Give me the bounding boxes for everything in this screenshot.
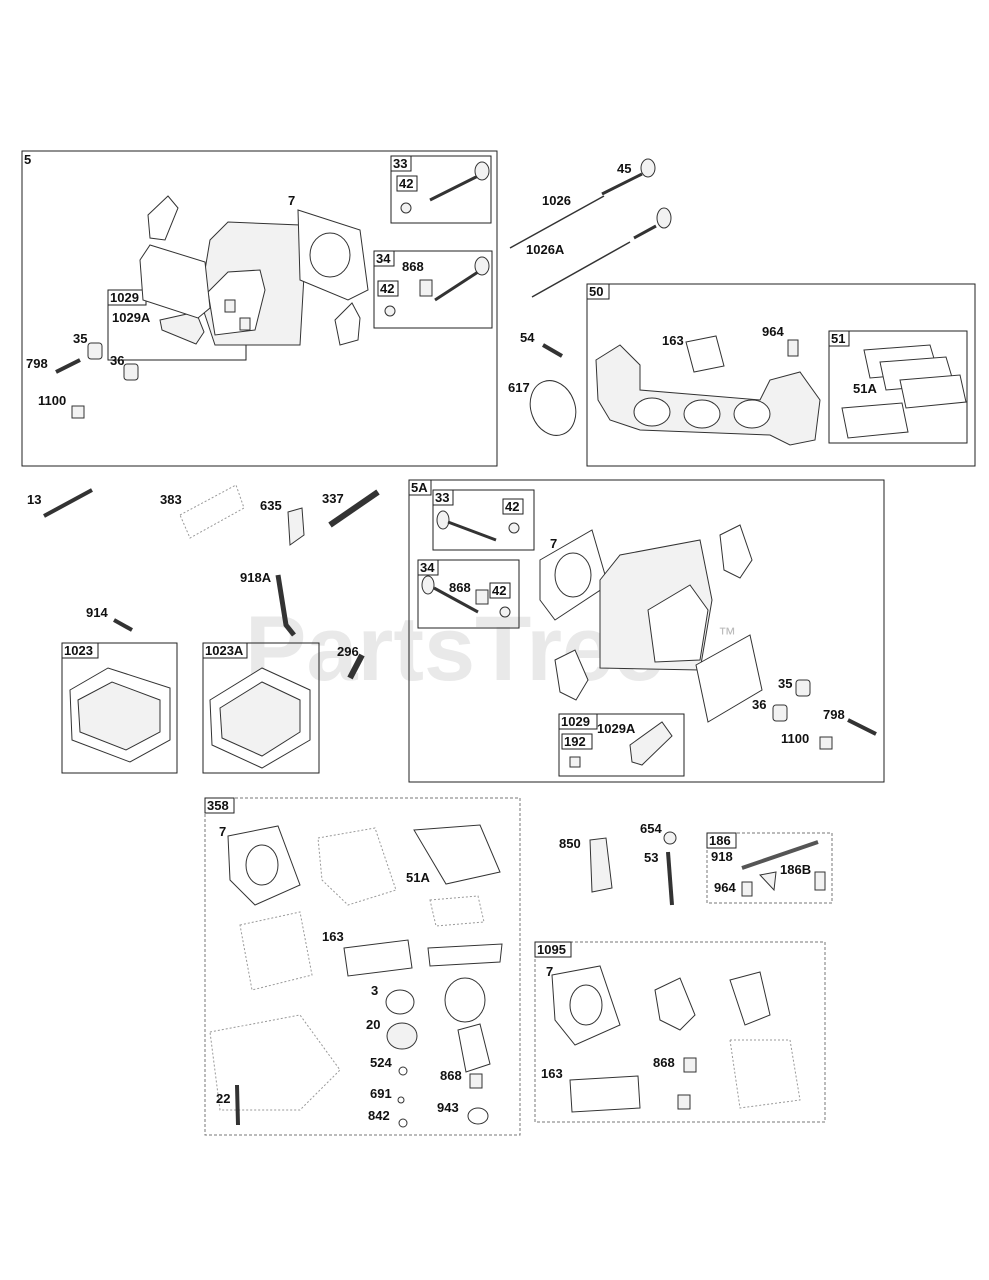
part-label-1026[interactable]: 1026 (542, 193, 571, 208)
part-label-163[interactable]: 163 (322, 929, 344, 944)
part-label-918a[interactable]: 918A (240, 570, 272, 585)
group-label-34[interactable]: 34 (420, 560, 435, 575)
group-5a: 5A 33 42 34 42 868 7 35 3 (408, 479, 885, 783)
group-358: 358 7 51A 163 3 20 524 868 691 943 842 2… (204, 797, 521, 1136)
group-label-34[interactable]: 34 (376, 251, 391, 266)
part-label-617[interactable]: 617 (508, 380, 530, 395)
part-label-22[interactable]: 22 (216, 1091, 230, 1106)
group-label-42[interactable]: 42 (505, 499, 519, 514)
watermark-brand: PartsTree (245, 598, 664, 700)
group-label-1023[interactable]: 1023 (64, 643, 93, 658)
part-label-918[interactable]: 918 (711, 849, 733, 864)
group-label-1095[interactable]: 1095 (537, 942, 566, 957)
part-label-35[interactable]: 35 (778, 676, 792, 691)
part-label-296[interactable]: 296 (337, 644, 359, 659)
part-label-36[interactable]: 36 (752, 697, 766, 712)
part-label-1026a[interactable]: 1026A (526, 242, 565, 257)
group-1095: 1095 7 868 163 (534, 941, 826, 1123)
part-label-943[interactable]: 943 (437, 1100, 459, 1115)
part-label-163[interactable]: 163 (541, 1066, 563, 1081)
part-label-798[interactable]: 798 (26, 356, 48, 371)
part-label-850[interactable]: 850 (559, 836, 581, 851)
part-label-654[interactable]: 654 (640, 821, 662, 836)
part-label-51a[interactable]: 51A (853, 381, 877, 396)
part-label-964[interactable]: 964 (714, 880, 736, 895)
group-186: 186 918 186B 964 (706, 832, 833, 904)
group-label-186[interactable]: 186 (709, 833, 731, 848)
part-label-35[interactable]: 35 (73, 331, 87, 346)
group-label-42[interactable]: 42 (399, 176, 413, 191)
part-label-868[interactable]: 868 (440, 1068, 462, 1083)
group-label-358[interactable]: 358 (207, 798, 229, 813)
group-label-42[interactable]: 42 (380, 281, 394, 296)
part-label-635[interactable]: 635 (260, 498, 282, 513)
group-label-5a[interactable]: 5A (411, 480, 428, 495)
group-50: 50 163 964 51 51A (586, 283, 976, 467)
part-label-7[interactable]: 7 (288, 193, 295, 208)
group-label-42[interactable]: 42 (492, 583, 506, 598)
part-label-51a[interactable]: 51A (406, 870, 430, 885)
pushrods-and-valves: 45 1026 1026A 54 617 (508, 158, 672, 436)
part-label-186b[interactable]: 186B (780, 862, 811, 877)
part-label-54[interactable]: 54 (520, 330, 535, 345)
part-label-798[interactable]: 798 (823, 707, 845, 722)
part-label-7[interactable]: 7 (219, 824, 226, 839)
group-label-5[interactable]: 5 (24, 152, 31, 167)
part-label-45[interactable]: 45 (617, 161, 631, 176)
part-label-7[interactable]: 7 (546, 964, 553, 979)
part-label-691[interactable]: 691 (370, 1086, 392, 1101)
part-label-163[interactable]: 163 (662, 333, 684, 348)
part-label-7[interactable]: 7 (550, 536, 557, 551)
part-label-53[interactable]: 53 (644, 850, 658, 865)
group-label-51[interactable]: 51 (831, 331, 845, 346)
part-label-3[interactable]: 3 (371, 983, 378, 998)
part-label-36[interactable]: 36 (110, 353, 124, 368)
group-label-1023a[interactable]: 1023A (205, 643, 244, 658)
part-label-868[interactable]: 868 (402, 259, 424, 274)
part-label-1029a[interactable]: 1029A (112, 310, 151, 325)
part-label-964[interactable]: 964 (762, 324, 784, 339)
part-label-337[interactable]: 337 (322, 491, 344, 506)
group-label-192[interactable]: 192 (564, 734, 586, 749)
part-label-524[interactable]: 524 (370, 1055, 392, 1070)
part-label-1100[interactable]: 1100 (38, 393, 66, 408)
group-label-1029[interactable]: 1029 (561, 714, 590, 729)
part-label-1100[interactable]: 1100 (781, 731, 809, 746)
watermark-tm: ™ (718, 624, 736, 644)
part-label-1029a[interactable]: 1029A (597, 721, 636, 736)
group-5: 5 33 42 34 42 868 1029 192 1029A (21, 150, 498, 467)
part-label-868[interactable]: 868 (449, 580, 471, 595)
part-label-914[interactable]: 914 (86, 605, 108, 620)
part-label-868[interactable]: 868 (653, 1055, 675, 1070)
part-label-20[interactable]: 20 (366, 1017, 380, 1032)
group-label-33[interactable]: 33 (393, 156, 407, 171)
misc-parts-left: 13 383 635 337 918A 914 296 1023 1023A (27, 484, 380, 774)
group-label-1029[interactable]: 1029 (110, 290, 139, 305)
misc-parts-bottom: 850 654 53 (559, 821, 677, 906)
part-label-13[interactable]: 13 (27, 492, 41, 507)
group-label-50[interactable]: 50 (589, 284, 603, 299)
part-label-842[interactable]: 842 (368, 1108, 390, 1123)
group-label-33[interactable]: 33 (435, 490, 449, 505)
part-label-383[interactable]: 383 (160, 492, 182, 507)
